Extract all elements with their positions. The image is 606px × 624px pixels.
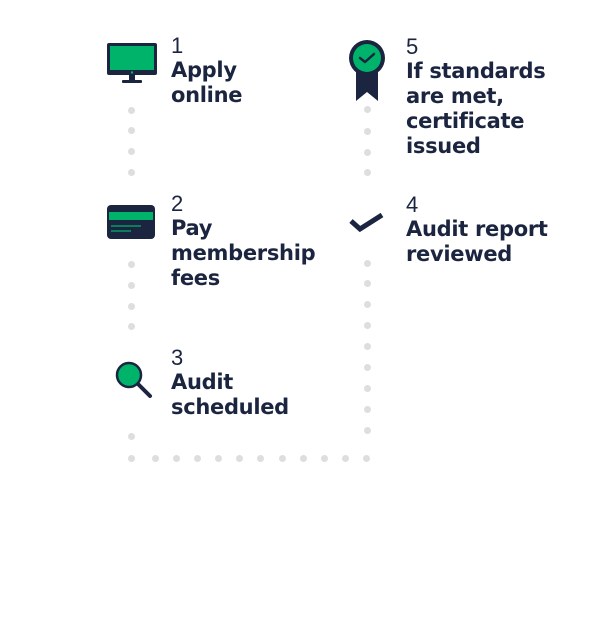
step-2: 2 Pay membership fees [171,191,316,291]
step-5: 5 If standards are met, certificate issu… [406,34,546,159]
connector-dot [363,321,371,329]
connector-dot [256,454,264,462]
step-1: 1 Apply online [171,34,242,108]
connector-dot [127,126,135,134]
connector-dot [363,105,371,113]
step-label: If standards are met, certificate issued [406,59,546,158]
connector-dot [214,454,222,462]
connector-dot [363,279,371,287]
connector-dot [363,127,371,135]
award-badge-icon [348,39,386,103]
connector-dot [299,454,307,462]
connector-dot [127,322,135,330]
connector-dot [193,454,201,462]
connector-dot [127,260,135,268]
connector-dot [363,405,371,413]
connector-dot [363,168,371,176]
step-label: Pay membership fees [171,216,316,290]
connector-dot [363,363,371,371]
step-3: 3 Audit scheduled [171,346,289,420]
step-label: Apply online [171,58,243,107]
connector-dot [172,454,180,462]
connector-dot [320,454,328,462]
connector-dot [363,148,371,156]
step-label: Audit report reviewed [406,217,548,266]
step-number: 4 [406,192,419,217]
connector-dot [363,342,371,350]
credit-card-icon [107,205,155,239]
connector-dot [127,432,135,440]
connector-dot [341,454,349,462]
connector-dot [151,454,159,462]
step-number: 5 [406,34,419,59]
connector-dot [127,106,135,114]
step-4: 4 Audit report reviewed [406,193,548,267]
connector-dot [127,302,135,310]
connector-dot [235,454,243,462]
connector-dot [363,384,371,392]
connector-dot [127,281,135,289]
step-label: Audit scheduled [171,370,289,419]
step-number: 2 [171,191,184,216]
step-number: 3 [171,345,184,370]
magnifier-icon [114,360,154,400]
connector-dot [362,454,370,462]
monitor-icon [106,42,158,86]
connector-dot [363,426,371,434]
connector-dot [363,300,371,308]
connector-dot [127,454,135,462]
connector-dot [127,168,135,176]
step-number: 1 [171,33,184,58]
connector-dot [363,259,371,267]
connector-dot [127,147,135,155]
checkmark-icon [349,211,385,235]
connector-dot [278,454,286,462]
